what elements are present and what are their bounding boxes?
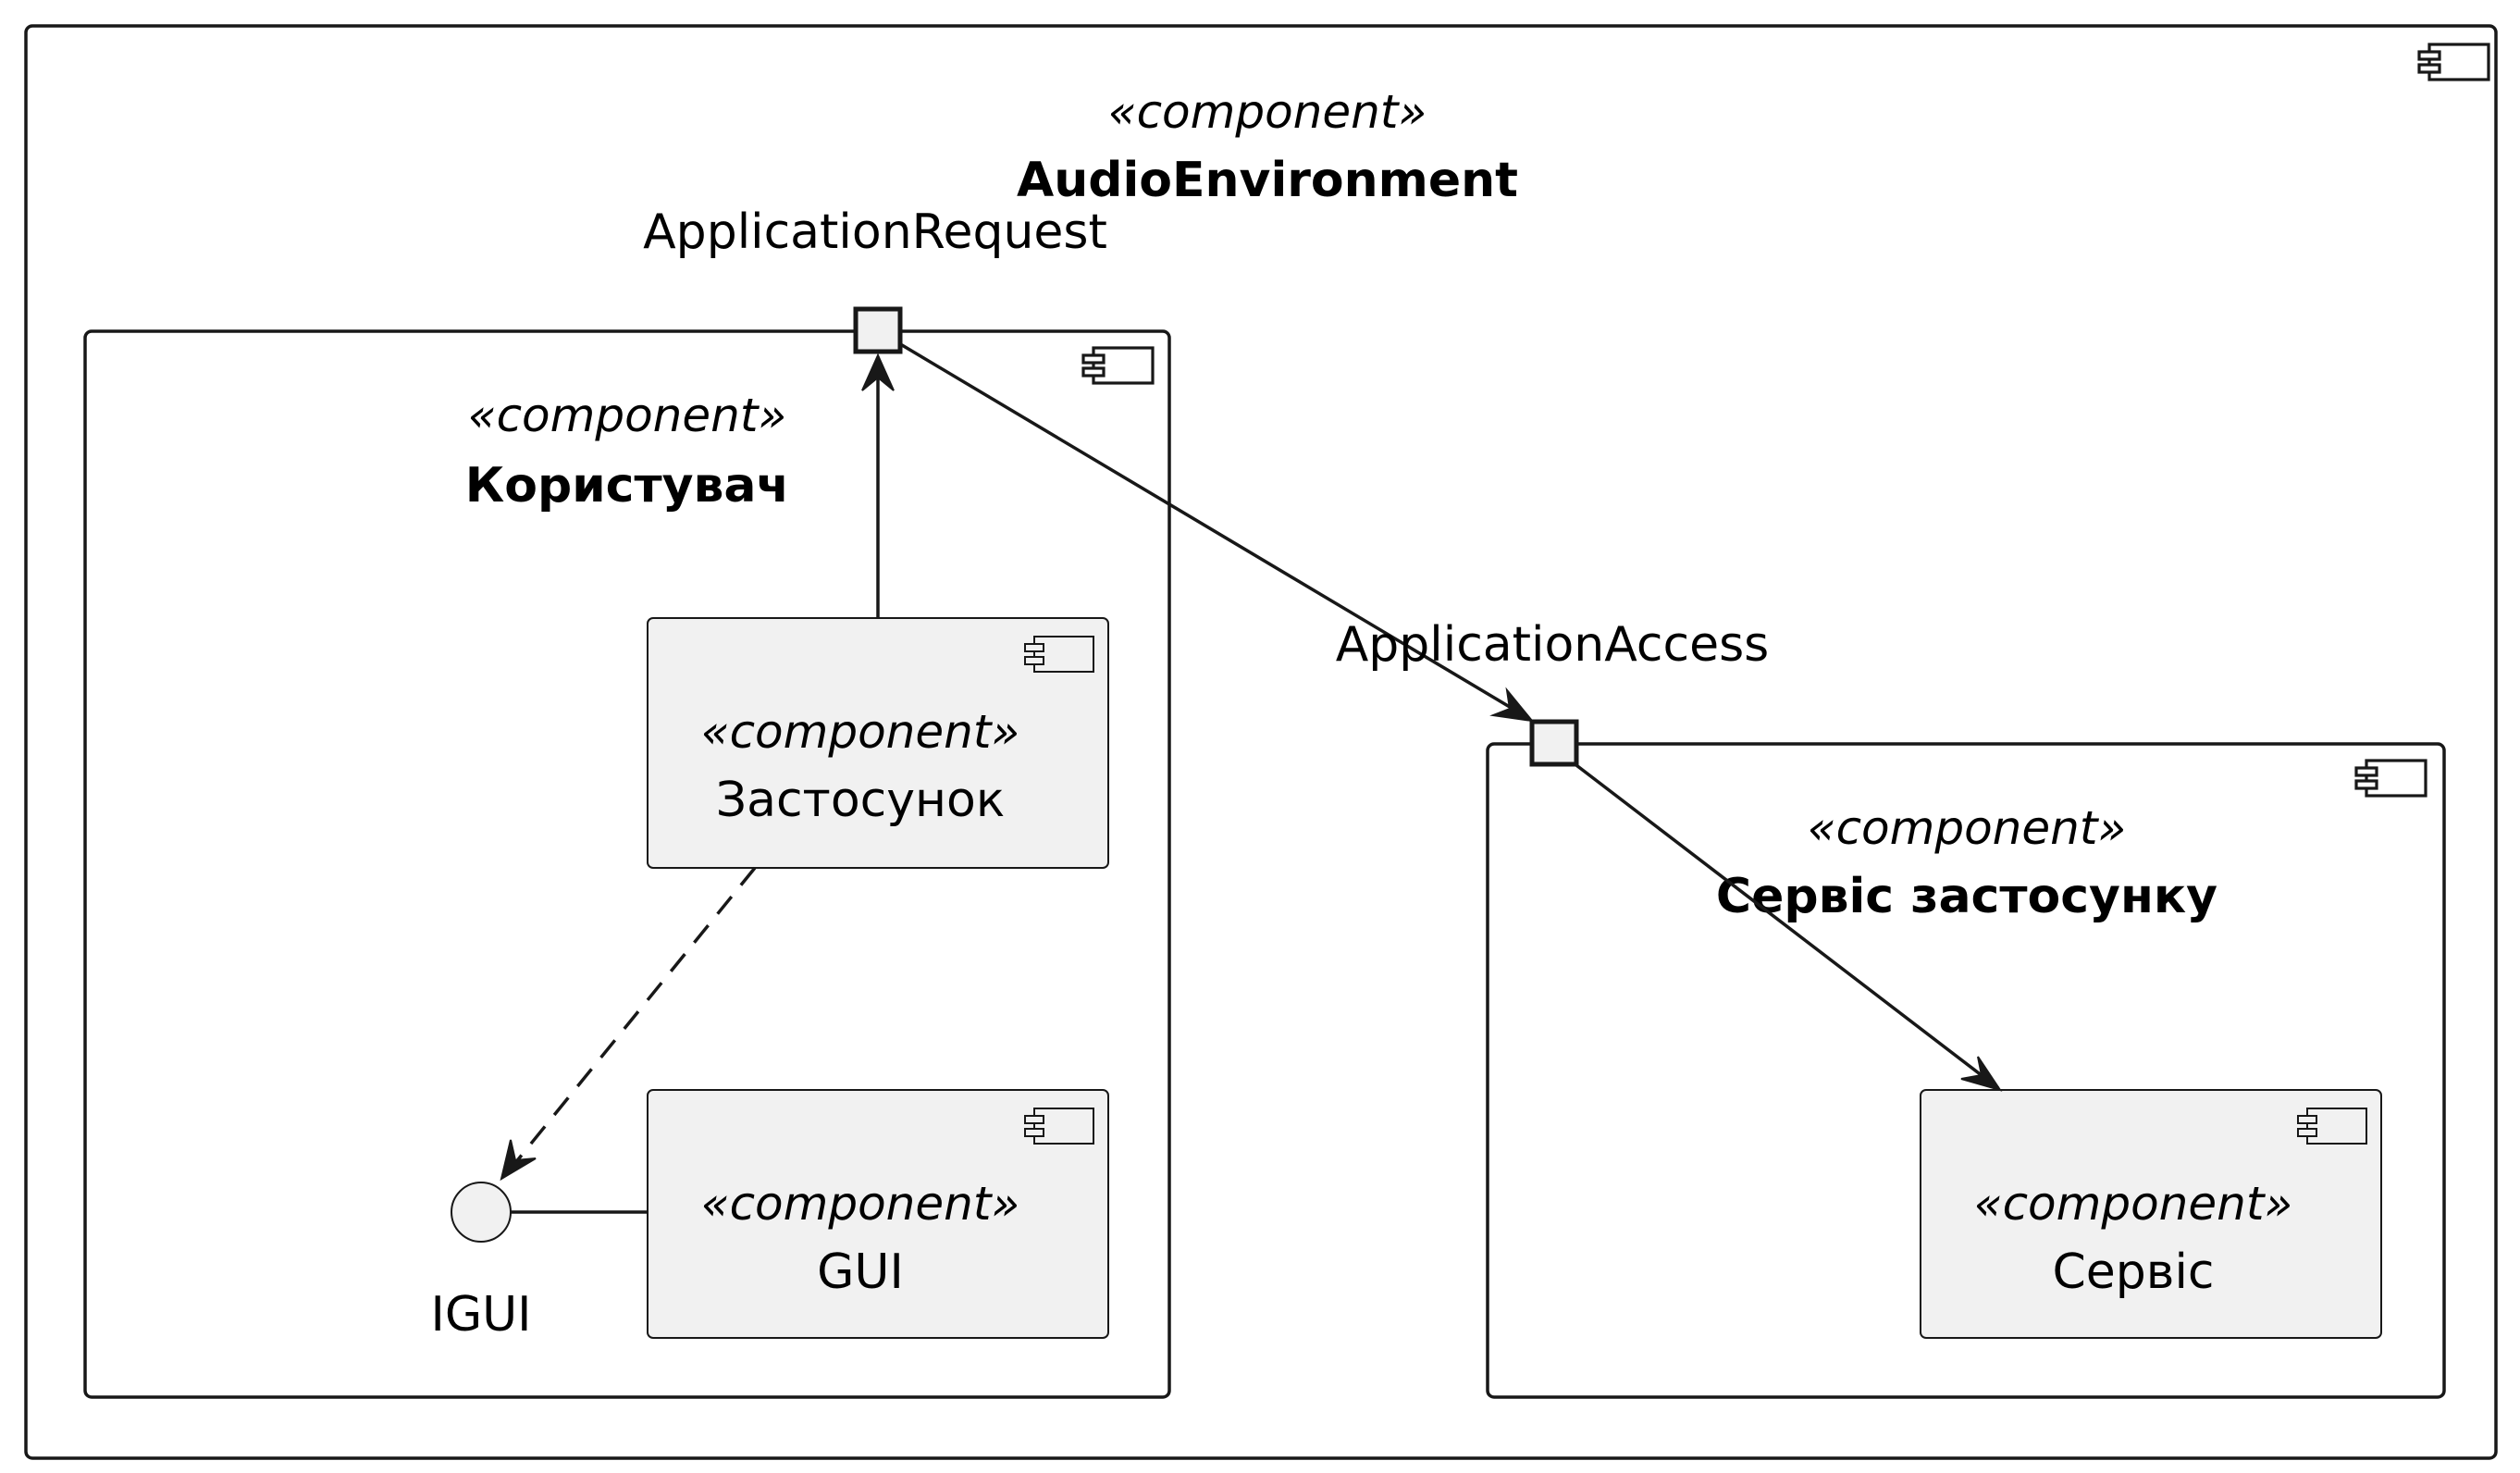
component-icon: [1024, 1108, 1094, 1145]
component-icon: [2297, 1108, 2367, 1145]
igui-label: IGUI: [430, 1287, 531, 1343]
application-access-label: ApplicationAccess: [1336, 617, 1770, 673]
arrowhead: [1489, 687, 1535, 723]
arrowhead: [861, 353, 895, 391]
edge-access-to-service: [1571, 761, 2000, 1090]
component-icon: [2417, 43, 2490, 81]
component-application: «component» Застосунок: [647, 617, 1109, 869]
component-icon: [1081, 346, 1155, 385]
port-application-request: ApplicationRequest: [643, 204, 1107, 354]
component-service: «component» Сервіс: [1920, 1089, 2382, 1339]
arrowhead: [500, 1139, 537, 1182]
application-request-label: ApplicationRequest: [643, 204, 1107, 260]
audio-environment-title: AudioEnvironment: [1017, 153, 1518, 208]
application-stereotype: «component»: [701, 705, 1020, 759]
edge-request-to-access: [896, 340, 1529, 720]
user-title: Користувач: [465, 458, 789, 514]
user-stereotype: «component»: [468, 389, 787, 442]
application-name: Застосунок: [716, 773, 1005, 828]
service-stereotype: «component»: [1974, 1177, 2293, 1231]
component-gui: «component» GUI: [647, 1089, 1109, 1339]
audio-environment-stereotype: «component»: [1108, 85, 1427, 139]
service-name: Сервіс: [2053, 1244, 2215, 1300]
arrowhead: [1960, 1056, 2003, 1092]
gui-name: GUI: [817, 1244, 904, 1300]
component-icon: [2354, 759, 2427, 798]
app-service-title: Сервіс застосунку: [1716, 869, 2217, 924]
interface-igui: IGUI: [430, 1182, 532, 1343]
component-icon: [1024, 636, 1094, 673]
app-service-stereotype: «component»: [1808, 801, 2127, 855]
gui-stereotype: «component»: [701, 1177, 1020, 1231]
edge-application-to-igui: [505, 866, 757, 1175]
port-application-access: ApplicationAccess: [1336, 617, 1770, 767]
